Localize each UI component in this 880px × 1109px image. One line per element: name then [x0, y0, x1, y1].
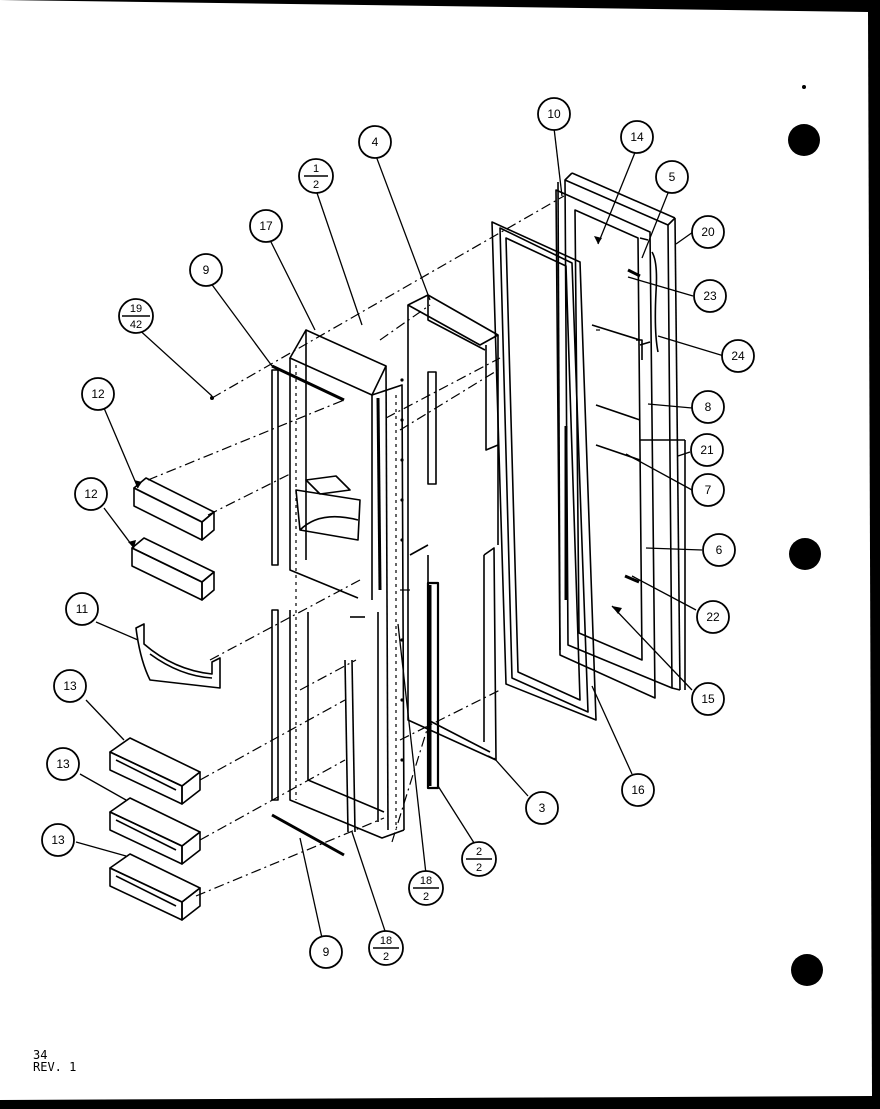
callout-24	[721, 339, 755, 373]
door-bin-13b	[109, 797, 201, 865]
callout-13-a-label: 13	[63, 679, 77, 693]
callout-18-2-b-top: 18	[380, 935, 392, 947]
callout-13-b-label: 13	[56, 757, 70, 771]
callout-19-bottom: 42	[130, 319, 142, 331]
callout-1-2-top: 1	[313, 163, 319, 175]
callout-7-label: 7	[705, 483, 712, 497]
callout-9-bottom	[309, 935, 343, 969]
callout-18-2-a-bottom: 2	[423, 891, 429, 903]
callout-6	[702, 533, 736, 567]
callout-17-label: 17	[259, 219, 273, 233]
callout-9-top	[189, 253, 223, 287]
callout-12-bottom	[74, 477, 108, 511]
punch-hole-middle	[789, 538, 821, 570]
callout-10	[537, 97, 571, 131]
punch-hole-bottom	[791, 954, 823, 986]
callout-22-label: 22	[706, 610, 720, 624]
callout-1-2-bottom: 2	[313, 179, 319, 191]
callout-12-top	[81, 377, 115, 411]
callout-6-label: 6	[716, 543, 723, 557]
punch-hole-top	[788, 124, 820, 156]
callout-2-2-top: 2	[476, 846, 482, 858]
callout-4	[358, 125, 392, 159]
door-bin-12b	[131, 537, 215, 601]
callout-20-label: 20	[701, 225, 715, 239]
callout-23-label: 23	[703, 289, 717, 303]
callout-8-label: 8	[705, 400, 712, 414]
callout-18-2-b-bottom: 2	[383, 951, 389, 963]
door-bin-13c	[109, 853, 201, 921]
callout-9-bottom-label: 9	[323, 945, 330, 959]
callout-2-2-bottom: 2	[476, 862, 482, 874]
door-bin-13a	[109, 737, 201, 805]
callout-14	[620, 120, 654, 154]
callout-12-top-label: 12	[91, 387, 105, 401]
callout-11-label: 11	[76, 602, 89, 616]
callout-21	[690, 433, 724, 467]
callout-23	[693, 279, 727, 313]
callout-18-2-a-top: 18	[420, 875, 432, 887]
callout-20	[691, 215, 725, 249]
callout-13-c	[41, 823, 75, 857]
callout-9-top-label: 9	[203, 263, 210, 277]
callout-13-b	[46, 747, 80, 781]
callout-22	[696, 600, 730, 634]
callout-13-a	[53, 669, 87, 703]
callout-12-bottom-label: 12	[84, 487, 98, 501]
callout-24-label: 24	[731, 349, 745, 363]
callout-21-label: 21	[700, 443, 714, 457]
callout-19-top: 19	[130, 303, 142, 315]
revision-label: REV. 1	[33, 1060, 77, 1074]
callout-16	[621, 773, 655, 807]
callout-3-label: 3	[539, 801, 546, 815]
callout-8	[691, 390, 725, 424]
callout-7	[691, 473, 725, 507]
callout-5-label: 5	[669, 170, 676, 184]
callout-15-label: 15	[701, 692, 715, 706]
callout-4-label: 4	[372, 135, 379, 149]
door-bin-11	[135, 623, 221, 689]
callout-11	[65, 592, 99, 626]
callout-13-c-label: 13	[51, 833, 65, 847]
callout-15	[691, 682, 725, 716]
callout-16-label: 16	[631, 783, 645, 797]
page-number: 34	[33, 1048, 48, 1062]
callout-3	[525, 791, 559, 825]
callout-5	[655, 160, 689, 194]
callout-17	[249, 209, 283, 243]
callout-10-label: 10	[547, 107, 561, 121]
callout-14-label: 14	[630, 130, 644, 144]
door-gasket	[491, 221, 597, 721]
